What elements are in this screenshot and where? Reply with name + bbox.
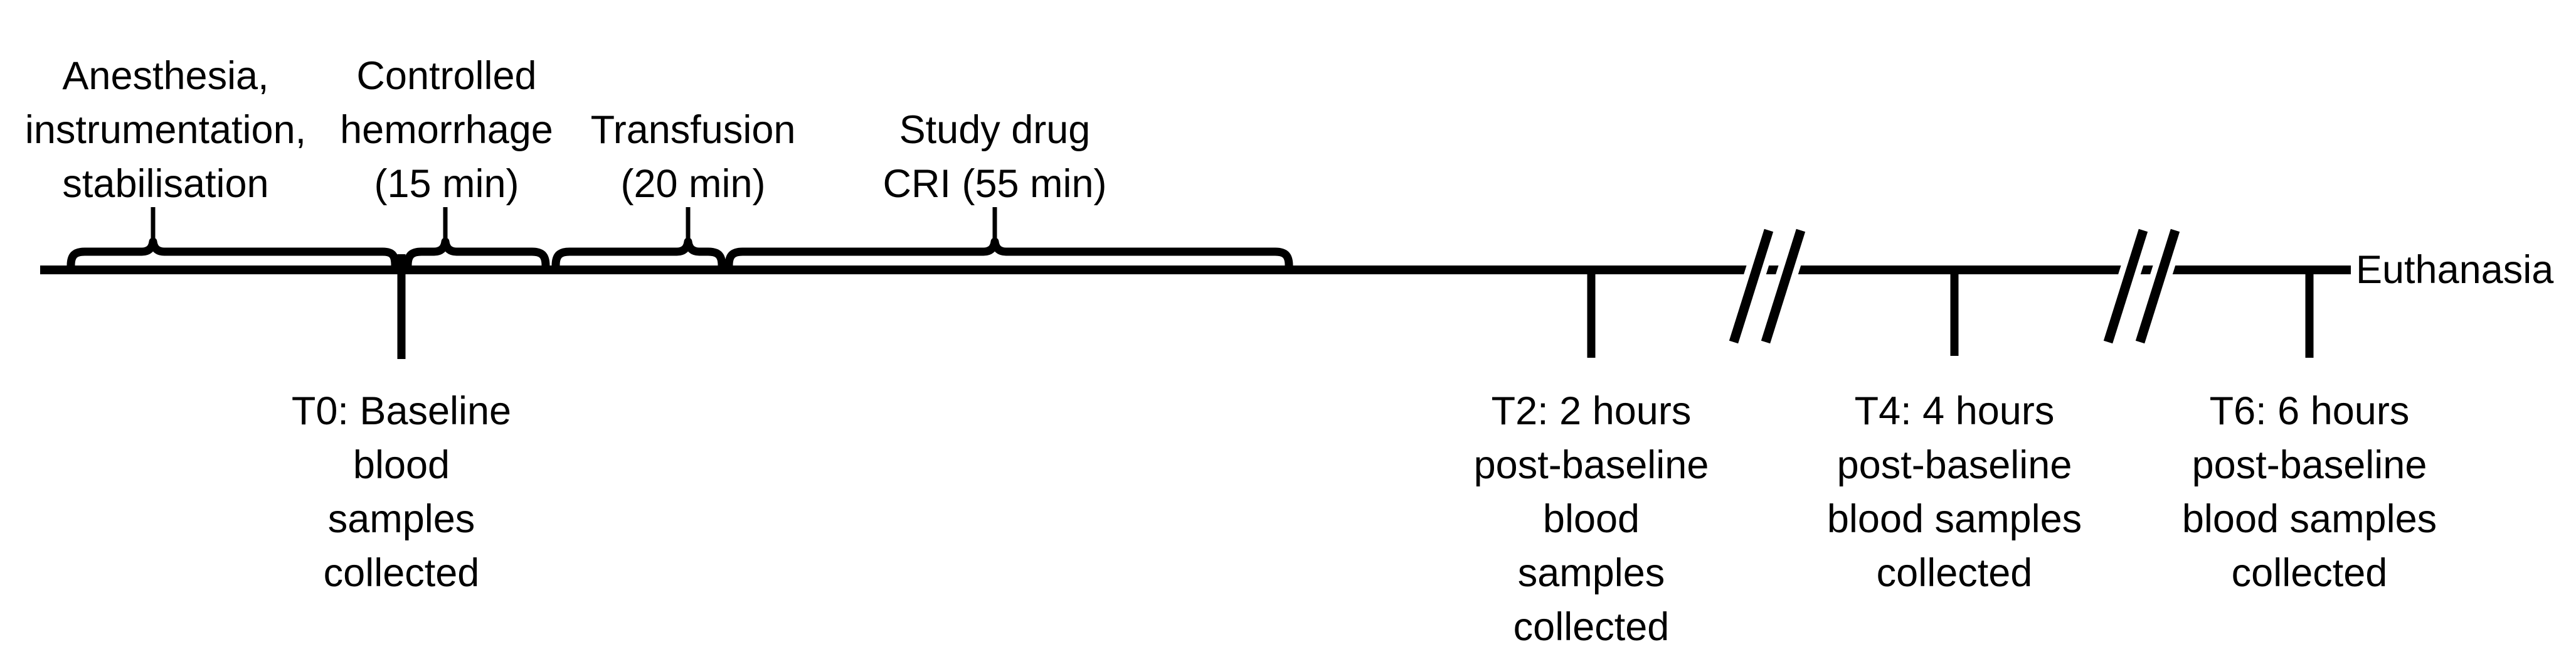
axis-break-slash <box>2103 228 2148 344</box>
timepoint-label-line: collected <box>2231 551 2388 595</box>
brace-study-drug-phase <box>724 237 1293 266</box>
timepoint-label-line: collected <box>1876 551 2033 595</box>
timepoint-label-line: post-baseline <box>1837 443 2072 487</box>
timepoint-label-line: T6: 6 hours <box>2209 389 2410 433</box>
phase-label-line: CRI (55 min) <box>883 162 1107 206</box>
timepoint-label-line: post-baseline <box>2192 443 2427 487</box>
timepoint-label-t0: T0: Baseline blood samples collected <box>226 384 577 600</box>
phase-label-line: (20 min) <box>620 162 766 206</box>
timepoint-label-t4: T4: 4 hours post-baseline blood samples … <box>1779 384 2130 600</box>
axis-break-slash <box>2135 228 2180 344</box>
timepoint-label-line: blood <box>1542 497 1640 541</box>
timepoint-label-t2: T2: 2 hours post-baseline blood samples … <box>1416 384 1767 649</box>
axis-break-slash <box>1761 228 1806 344</box>
timepoint-label-t6: T6: 6 hours post-baseline blood samples … <box>2134 384 2485 600</box>
timepoint-label-line: T2: 2 hours <box>1491 389 1692 433</box>
phase-label-study-drug: Study drug CRI (55 min) <box>794 103 1195 211</box>
phase-label-line: Anesthesia, <box>62 54 269 98</box>
brace-anesthesia-phase <box>66 237 400 266</box>
phase-label-line: Study drug <box>899 108 1091 152</box>
phase-label-line: hemorrhage <box>340 108 553 152</box>
phase-label-line: (15 min) <box>374 162 519 206</box>
brace-transfusion-phase <box>551 237 726 266</box>
phase-label-line: Controlled <box>356 54 537 98</box>
timepoint-label-line: collected <box>323 551 480 595</box>
phase-label-line: stabilisation <box>62 162 269 206</box>
axis-break-slash <box>1729 228 1774 344</box>
phase-label-line: Transfusion <box>590 108 796 152</box>
timepoint-label-line: samples <box>327 497 475 541</box>
brace-hemorrhage-phase <box>403 237 550 266</box>
phase-label-transfusion: Transfusion (20 min) <box>492 103 894 211</box>
timepoint-label-line: collected <box>1513 605 1670 649</box>
timepoint-label-line: T4: 4 hours <box>1854 389 2055 433</box>
timepoint-label-line: samples <box>1517 551 1665 595</box>
phase-label-hemorrhage: Controlled hemorrhage (15 min) <box>246 49 647 211</box>
axis-break-2 <box>2097 227 2186 346</box>
phase-label-anesthesia: Anesthesia, instrumentation, stabilisati… <box>0 49 366 211</box>
phase-label-line: instrumentation, <box>24 108 307 152</box>
timepoint-label-line: post-baseline <box>1473 443 1709 487</box>
euthanasia-label: Euthanasia <box>2356 248 2554 292</box>
timepoint-label-line: blood <box>352 443 450 487</box>
timepoint-label-line: blood samples <box>1826 497 2082 541</box>
timepoint-label-line: T0: Baseline <box>291 389 512 433</box>
axis-break-1 <box>1723 227 1811 346</box>
timepoint-label-line: blood samples <box>2181 497 2437 541</box>
